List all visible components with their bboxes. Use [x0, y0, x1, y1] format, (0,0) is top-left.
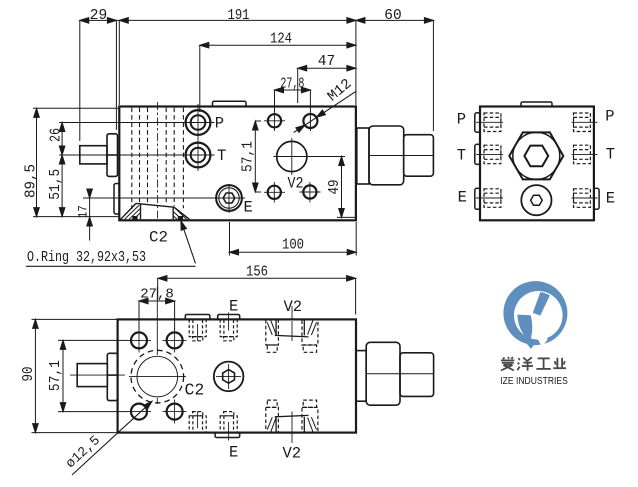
svg-text:29: 29 — [90, 8, 107, 24]
svg-text:E: E — [458, 188, 467, 206]
svg-text:60: 60 — [384, 8, 401, 24]
svg-text:C2: C2 — [149, 229, 168, 247]
svg-text:ø12,5: ø12,5 — [64, 434, 104, 472]
svg-text:51,5: 51,5 — [48, 169, 64, 200]
svg-text:C2: C2 — [185, 381, 205, 400]
svg-text:E: E — [229, 444, 238, 462]
svg-text:V2: V2 — [284, 298, 303, 316]
svg-text:124: 124 — [270, 31, 292, 47]
svg-text:O.Ring 32,92x3,53: O.Ring 32,92x3,53 — [27, 250, 146, 266]
svg-text:P: P — [605, 107, 614, 125]
svg-text:17: 17 — [75, 205, 90, 218]
svg-text:IZE INDUSTRIES: IZE INDUSTRIES — [500, 376, 568, 387]
svg-text:47: 47 — [318, 54, 335, 70]
svg-text:27,8: 27,8 — [140, 287, 174, 303]
svg-text:V2: V2 — [283, 445, 302, 463]
svg-text:E: E — [244, 199, 253, 217]
svg-text:49: 49 — [327, 180, 343, 195]
svg-text:90: 90 — [21, 367, 37, 382]
svg-text:89,5: 89,5 — [23, 164, 39, 198]
svg-text:191: 191 — [228, 8, 250, 24]
svg-text:156: 156 — [246, 264, 268, 280]
svg-text:26: 26 — [49, 128, 65, 142]
svg-text:P: P — [457, 110, 466, 128]
svg-text:100: 100 — [282, 238, 304, 254]
svg-text:27,8: 27,8 — [280, 77, 304, 93]
svg-text:M12: M12 — [325, 76, 355, 105]
svg-text:T: T — [457, 146, 466, 164]
svg-text:T: T — [606, 146, 615, 164]
svg-text:57,1: 57,1 — [48, 360, 64, 391]
svg-text:E: E — [229, 297, 238, 315]
svg-text:E: E — [606, 189, 615, 207]
svg-text:57,1: 57,1 — [241, 141, 257, 172]
svg-text:V2: V2 — [288, 174, 304, 192]
svg-text:P: P — [215, 115, 224, 133]
svg-text:T: T — [217, 147, 226, 165]
